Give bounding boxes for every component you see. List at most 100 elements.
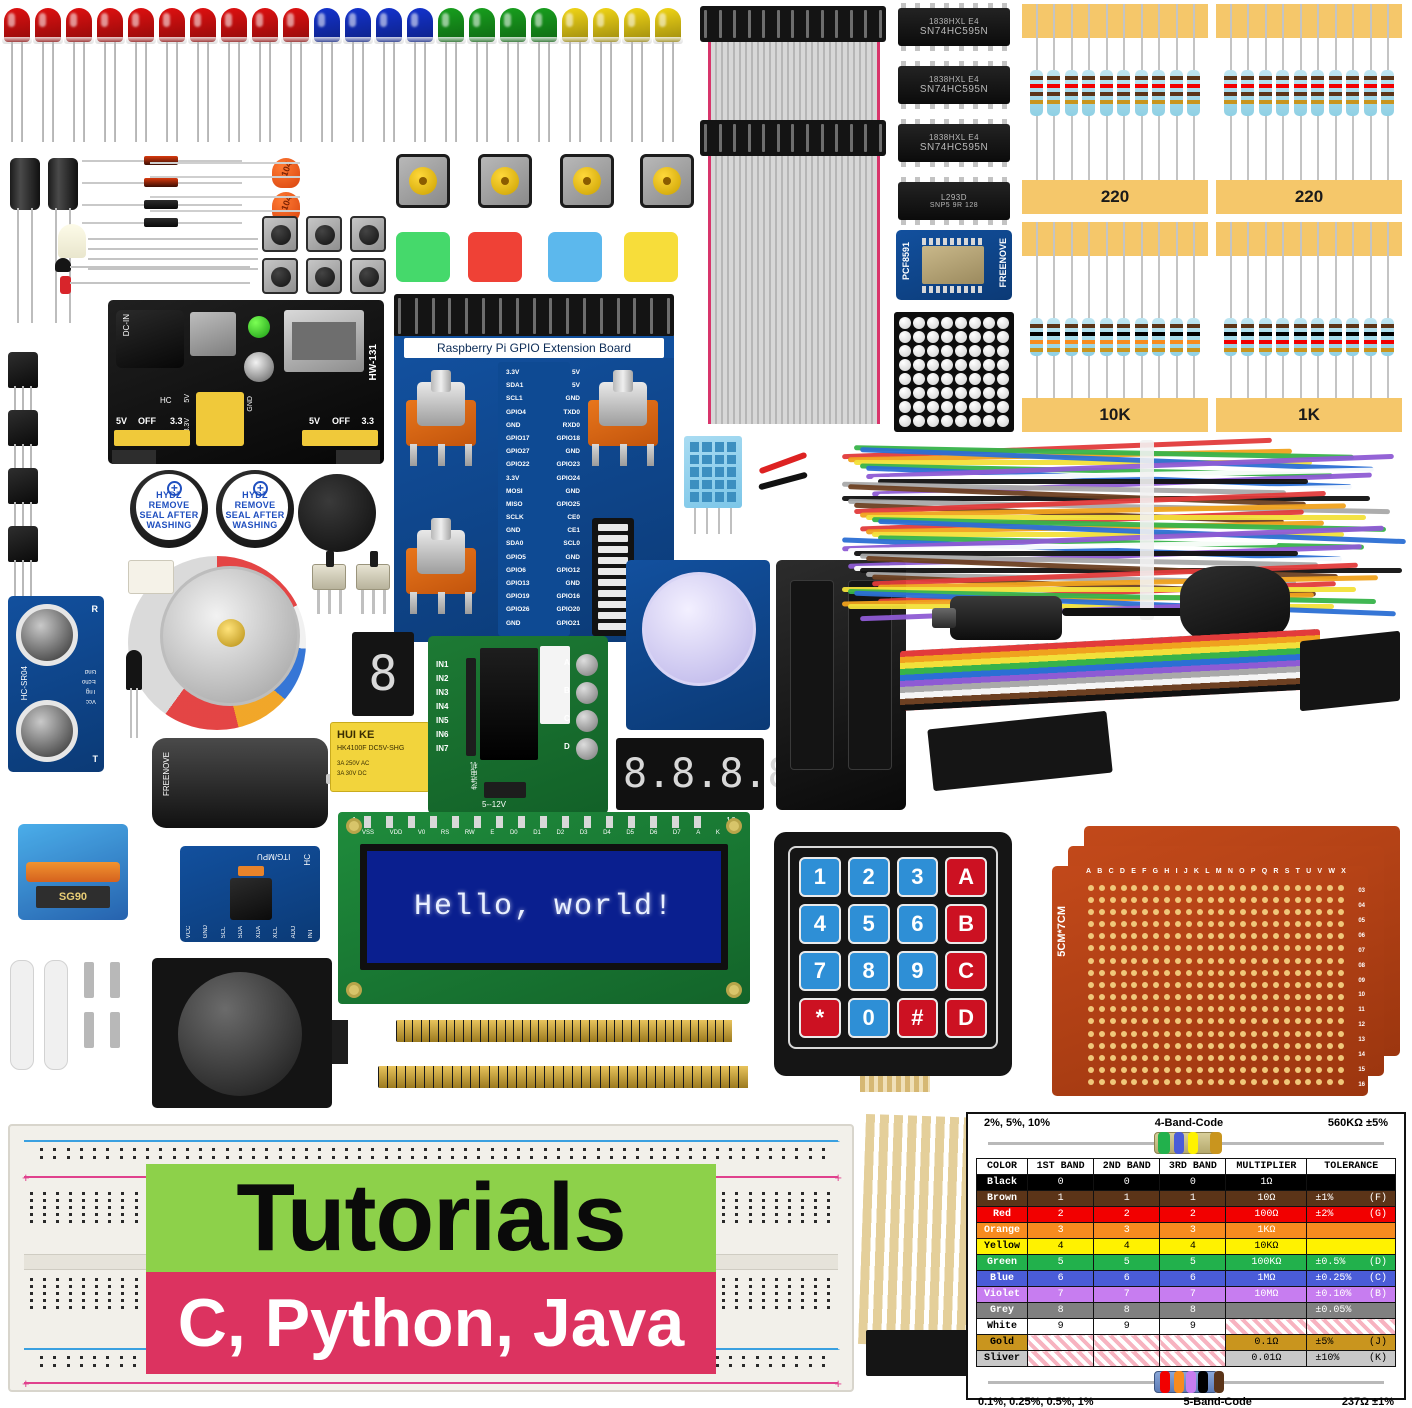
breadboard-hole[interactable] [609,1148,613,1151]
breadboard-hole[interactable] [808,1364,812,1367]
breadboard-hole[interactable] [735,1306,739,1309]
breadboard-hole[interactable] [30,1278,33,1281]
keypad-key-1[interactable]: 1 [799,857,841,897]
breadboard-hole[interactable] [69,1199,73,1202]
driver-input-header[interactable] [466,658,476,756]
breadboard-hole[interactable] [121,1285,125,1288]
breadboard-hole[interactable] [517,1148,520,1151]
breadboard-hole[interactable] [813,1192,817,1195]
header-pin[interactable] [589,1020,598,1042]
push-button[interactable] [640,154,694,208]
breadboard-hole[interactable] [735,1285,739,1288]
keypad-key-B[interactable]: B [945,904,987,944]
header-pin[interactable] [693,1066,702,1088]
breadboard-hole[interactable] [40,1156,43,1159]
breadboard-hole[interactable] [748,1220,752,1223]
breadboard-hole[interactable] [424,1156,428,1159]
keypad-key-6[interactable]: 6 [896,904,939,944]
push-button[interactable] [478,154,532,208]
keypad-key-3[interactable]: 3 [896,857,939,897]
breadboard-hole[interactable] [748,1192,752,1195]
breadboard-hole[interactable] [69,1206,73,1209]
breadboard-hole[interactable] [774,1213,778,1216]
breadboard-hole[interactable] [808,1156,812,1159]
header-pin[interactable] [707,1020,715,1042]
header-pin[interactable] [628,1066,637,1088]
breadboard-hole[interactable] [56,1220,60,1223]
breadboard-hole[interactable] [800,1199,804,1202]
breadboard-hole[interactable] [782,1364,785,1367]
keypad-key-8[interactable]: 8 [847,951,890,991]
breadboard-hole[interactable] [649,1156,653,1159]
breadboard-hole[interactable] [371,1156,375,1159]
joystick-module[interactable] [152,958,348,1108]
header-pin[interactable] [415,1066,424,1088]
breadboard-hole[interactable] [53,1364,57,1367]
breadboard-hole[interactable] [424,1148,428,1151]
breadboard-hole[interactable] [82,1192,86,1195]
breadboard-hole[interactable] [43,1220,47,1223]
breadboard-hole[interactable] [95,1206,99,1209]
breadboard-hole[interactable] [43,1199,47,1202]
breadboard-hole[interactable] [108,1192,112,1195]
header-pin[interactable] [674,1066,683,1088]
breadboard-hole[interactable] [722,1278,726,1281]
breadboard-hole[interactable] [79,1148,83,1151]
breadboard-hole[interactable] [106,1156,110,1159]
header-pin[interactable] [480,1020,488,1042]
breadboard-hole[interactable] [397,1156,401,1159]
keypad-key-7[interactable]: 7 [799,951,841,991]
breadboard-hole[interactable] [596,1156,600,1159]
potentiometer[interactable] [588,370,658,470]
header-pin[interactable] [471,1066,480,1088]
breadboard-hole[interactable] [291,1156,295,1159]
breadboard-hole[interactable] [795,1156,799,1159]
breadboard-hole[interactable] [95,1285,99,1288]
header-pin[interactable] [572,1066,581,1088]
breadboard-hole[interactable] [121,1292,125,1295]
breadboard-hole[interactable] [722,1292,726,1295]
breadboard-hole[interactable] [82,1213,86,1216]
header-pin[interactable] [480,1066,489,1088]
breadboard-hole[interactable] [464,1156,467,1159]
breadboard-hole[interactable] [774,1206,778,1209]
joystick-knob[interactable] [178,972,302,1096]
header-pin[interactable] [488,1020,497,1042]
breadboard-hole[interactable] [56,1192,60,1195]
breadboard-hole[interactable] [774,1199,778,1202]
breadboard-hole[interactable] [795,1148,799,1151]
breadboard-hole[interactable] [199,1156,202,1159]
breadboard-hole[interactable] [95,1292,99,1295]
breadboard-hole[interactable] [69,1213,73,1216]
breadboard-hole[interactable] [787,1192,791,1195]
breadboard-hole[interactable] [146,1148,149,1151]
breadboard-hole[interactable] [30,1213,33,1216]
breadboard-hole[interactable] [755,1356,759,1359]
breadboard-hole[interactable] [265,1148,269,1151]
push-button[interactable] [396,154,450,208]
breadboard-hole[interactable] [729,1156,732,1159]
breadboard-hole[interactable] [172,1156,176,1159]
breadboard-hole[interactable] [56,1206,60,1209]
header-pin[interactable] [648,1020,657,1042]
breadboard-hole[interactable] [69,1285,73,1288]
header-pin[interactable] [637,1066,646,1088]
breadboard-hole[interactable] [331,1148,335,1151]
breadboard-hole[interactable] [477,1156,481,1159]
header-pin[interactable] [665,1020,673,1042]
breadboard-hole[interactable] [384,1148,388,1151]
breadboard-hole[interactable] [56,1306,60,1309]
breadboard-hole[interactable] [238,1148,242,1151]
tactile-button[interactable] [350,258,386,294]
tactile-button[interactable] [350,216,386,252]
motor-connector[interactable] [540,646,570,724]
breadboard-hole[interactable] [768,1356,772,1359]
breadboard-hole[interactable] [464,1148,467,1151]
breadboard-hole[interactable] [768,1148,772,1151]
breadboard-hole[interactable] [450,1156,454,1159]
breadboard-hole[interactable] [43,1285,47,1288]
header-pin[interactable] [547,1020,556,1042]
breadboard-hole[interactable] [689,1148,693,1151]
joystick-header[interactable] [332,1020,348,1064]
breadboard-hole[interactable] [755,1148,759,1151]
